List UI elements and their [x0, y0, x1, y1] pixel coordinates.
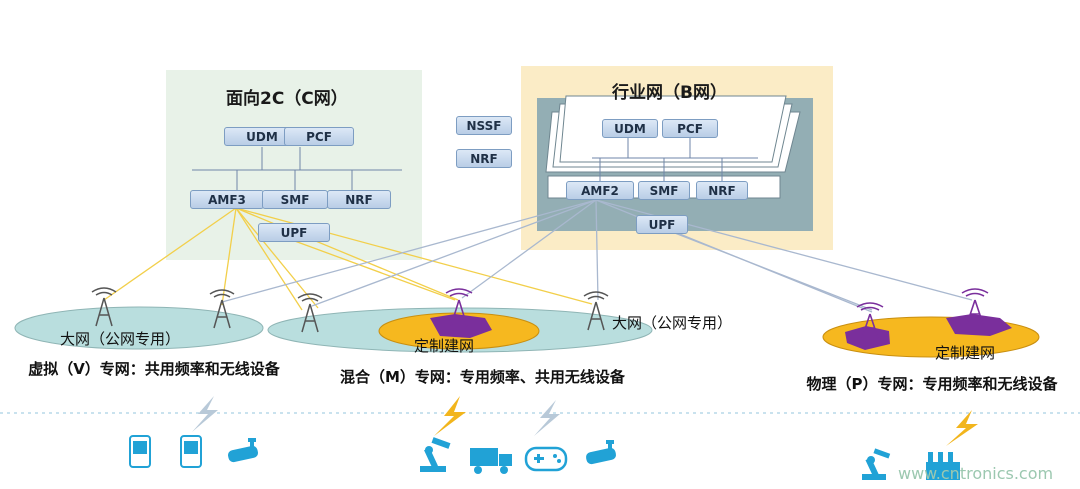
- phone-icon: [129, 435, 151, 468]
- b-nrf-box[interactable]: NRF: [696, 181, 748, 200]
- camera-icon: [586, 440, 616, 465]
- b-amf-box[interactable]: AMF2: [566, 181, 634, 200]
- b-smf-box[interactable]: SMF: [638, 181, 690, 200]
- tower-custom-right-1: [856, 302, 884, 339]
- tower-custom-right-2: [961, 288, 989, 325]
- c-amf-box[interactable]: AMF3: [190, 190, 264, 209]
- physical-network-caption: 物理（P）专网：专用频率和无线设备: [806, 375, 1058, 393]
- robot-arm-icon: [420, 437, 451, 472]
- shared-nssf-box[interactable]: NSSF: [456, 116, 512, 135]
- tower-left-1: [91, 287, 117, 327]
- b-upf-box[interactable]: UPF: [636, 215, 688, 234]
- b-network-title: 行业网（B网）: [612, 83, 727, 103]
- robot-arm-icon: [862, 448, 891, 480]
- custom-core-middle: [430, 314, 492, 338]
- tower-middle-2: [583, 291, 609, 331]
- custom-core-right-2: [946, 314, 1012, 336]
- custom-core-right-1: [845, 326, 890, 350]
- phone-icon: [180, 435, 202, 468]
- public-zone-left-label: 大网（公网专用）: [60, 330, 181, 348]
- tower-custom-middle: [445, 288, 473, 327]
- c-network-links: [103, 207, 593, 311]
- gamepad-icon: [524, 446, 568, 472]
- c-network-title: 面向2C（C网）: [226, 89, 348, 109]
- b-udm-box[interactable]: UDM: [602, 119, 658, 138]
- truck-icon: [470, 448, 512, 474]
- tower-left-2: [209, 289, 235, 329]
- c-upf-box[interactable]: UPF: [258, 223, 330, 242]
- watermark: www.cntronics.com: [898, 464, 1054, 483]
- custom-zone-middle-label: 定制建网: [414, 337, 475, 355]
- lightning-icon: [434, 396, 466, 436]
- virtual-network-caption: 虚拟（V）专网：共用频率和无线设备: [28, 360, 280, 378]
- c-nrf-box[interactable]: NRF: [327, 190, 391, 209]
- c-udm-box[interactable]: UDM: [224, 127, 300, 146]
- public-zone-left: [14, 306, 264, 350]
- custom-zone-right-label: 定制建网: [935, 344, 996, 362]
- factory-icon: [926, 452, 960, 480]
- lightning-icon: [192, 396, 218, 432]
- c-smf-box[interactable]: SMF: [262, 190, 328, 209]
- tower-middle-1: [297, 293, 323, 333]
- shared-nrf-box[interactable]: NRF: [456, 149, 512, 168]
- public-zone-middle-label: 大网（公网专用）: [612, 314, 733, 332]
- c-pcf-box[interactable]: PCF: [284, 127, 354, 146]
- hybrid-network-caption: 混合（M）专网：专用频率、共用无线设备: [340, 368, 625, 386]
- lightning-icon: [534, 400, 560, 436]
- b-pcf-box[interactable]: PCF: [662, 119, 718, 138]
- camera-icon: [228, 438, 258, 463]
- lightning-icon: [946, 410, 978, 446]
